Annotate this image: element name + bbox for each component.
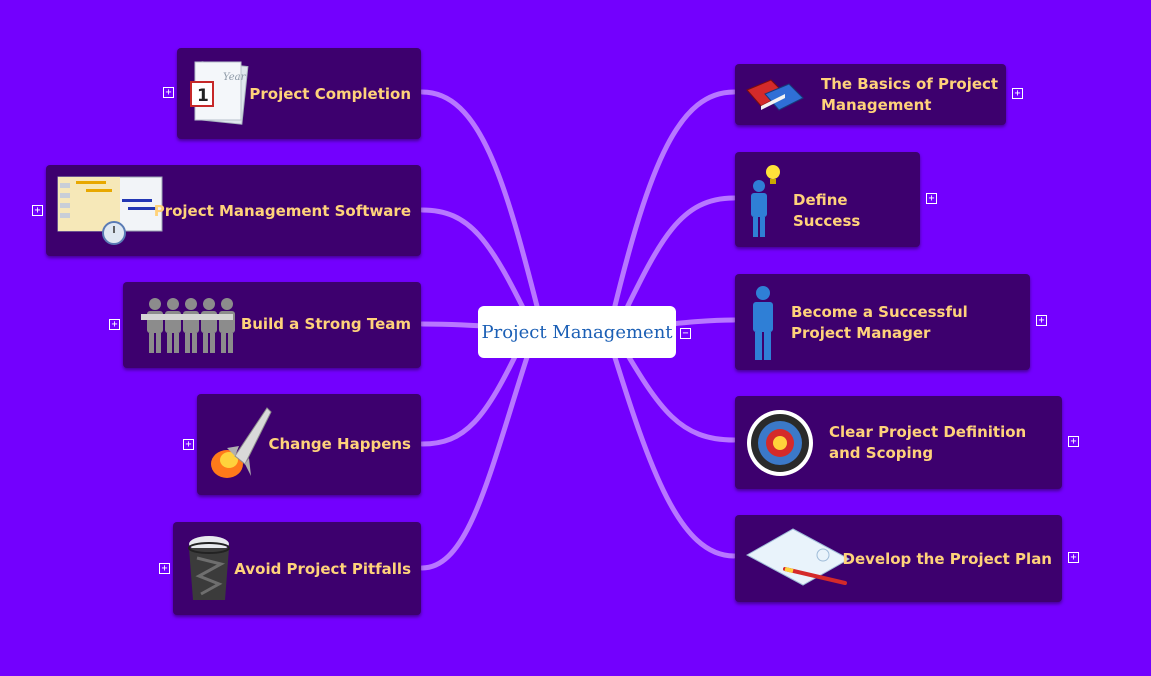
gantt-chart-icon bbox=[57, 176, 163, 245]
topic-label: Clear Project Definition and Scoping bbox=[829, 423, 1027, 462]
link-define-success bbox=[617, 195, 737, 325]
topic-label: Change Happens bbox=[268, 435, 411, 453]
svg-text:1: 1 bbox=[197, 86, 209, 106]
link-pm-software bbox=[419, 207, 533, 325]
topic-project-completion[interactable]: Year 1 Project Completion bbox=[177, 48, 421, 139]
topic-become-pm[interactable]: Become a Successful Project Manager bbox=[735, 274, 1030, 370]
expand-button[interactable]: + bbox=[1036, 315, 1047, 326]
topic-develop-plan[interactable]: Develop the Project Plan bbox=[735, 515, 1062, 602]
plan-document-icon bbox=[745, 528, 851, 586]
link-avoid-pitfalls bbox=[419, 345, 533, 571]
link-project-completion bbox=[419, 89, 543, 321]
link-clear-definition bbox=[617, 339, 737, 443]
topic-label: Avoid Project Pitfalls bbox=[234, 560, 411, 578]
rocket-icon bbox=[211, 407, 272, 478]
topic-label: Project Completion bbox=[249, 85, 411, 103]
expand-button[interactable]: + bbox=[183, 439, 194, 450]
central-topic[interactable]: Project Management bbox=[478, 306, 676, 358]
svg-text:Year: Year bbox=[223, 72, 247, 83]
trash-bin-icon bbox=[188, 536, 230, 600]
person-icon bbox=[753, 286, 773, 360]
link-change-happens bbox=[419, 339, 525, 447]
team-icon bbox=[141, 298, 235, 353]
link-basics bbox=[609, 89, 737, 321]
expand-button[interactable]: + bbox=[109, 319, 120, 330]
topic-strong-team[interactable]: Build a Strong Team bbox=[123, 282, 421, 368]
topic-clear-definition[interactable]: Clear Project Definition and Scoping bbox=[735, 396, 1062, 489]
expand-button[interactable]: + bbox=[32, 205, 43, 216]
expand-button[interactable]: + bbox=[163, 87, 174, 98]
expand-button[interactable]: + bbox=[1012, 88, 1023, 99]
topic-basics[interactable]: The Basics of Project Management bbox=[735, 64, 1006, 125]
books-icon bbox=[746, 79, 804, 111]
expand-button[interactable]: + bbox=[159, 563, 170, 574]
central-topic-label: Project Management bbox=[481, 321, 673, 343]
idea-person-icon bbox=[751, 165, 780, 237]
expand-button[interactable]: + bbox=[1068, 552, 1079, 563]
topic-label: Develop the Project Plan bbox=[842, 550, 1052, 568]
topic-define-success[interactable]: Define Success bbox=[735, 152, 920, 247]
link-develop-plan bbox=[609, 345, 737, 559]
topic-label: Build a Strong Team bbox=[240, 315, 411, 333]
topic-change-happens[interactable]: Change Happens bbox=[197, 394, 421, 495]
topic-label: Define Success bbox=[793, 191, 861, 230]
topic-pm-software[interactable]: Project Management Software bbox=[46, 165, 421, 256]
topic-label: Project Management Software bbox=[153, 202, 411, 220]
collapse-button[interactable]: − bbox=[680, 328, 691, 339]
topic-avoid-pitfalls[interactable]: Avoid Project Pitfalls bbox=[173, 522, 421, 615]
target-icon bbox=[747, 410, 813, 476]
expand-button[interactable]: + bbox=[926, 193, 937, 204]
expand-button[interactable]: + bbox=[1068, 436, 1079, 447]
topic-label: Become a Successful Project Manager bbox=[791, 303, 968, 342]
topic-label: The Basics of Project Management bbox=[821, 75, 999, 114]
calendar-icon: Year 1 bbox=[190, 61, 249, 125]
